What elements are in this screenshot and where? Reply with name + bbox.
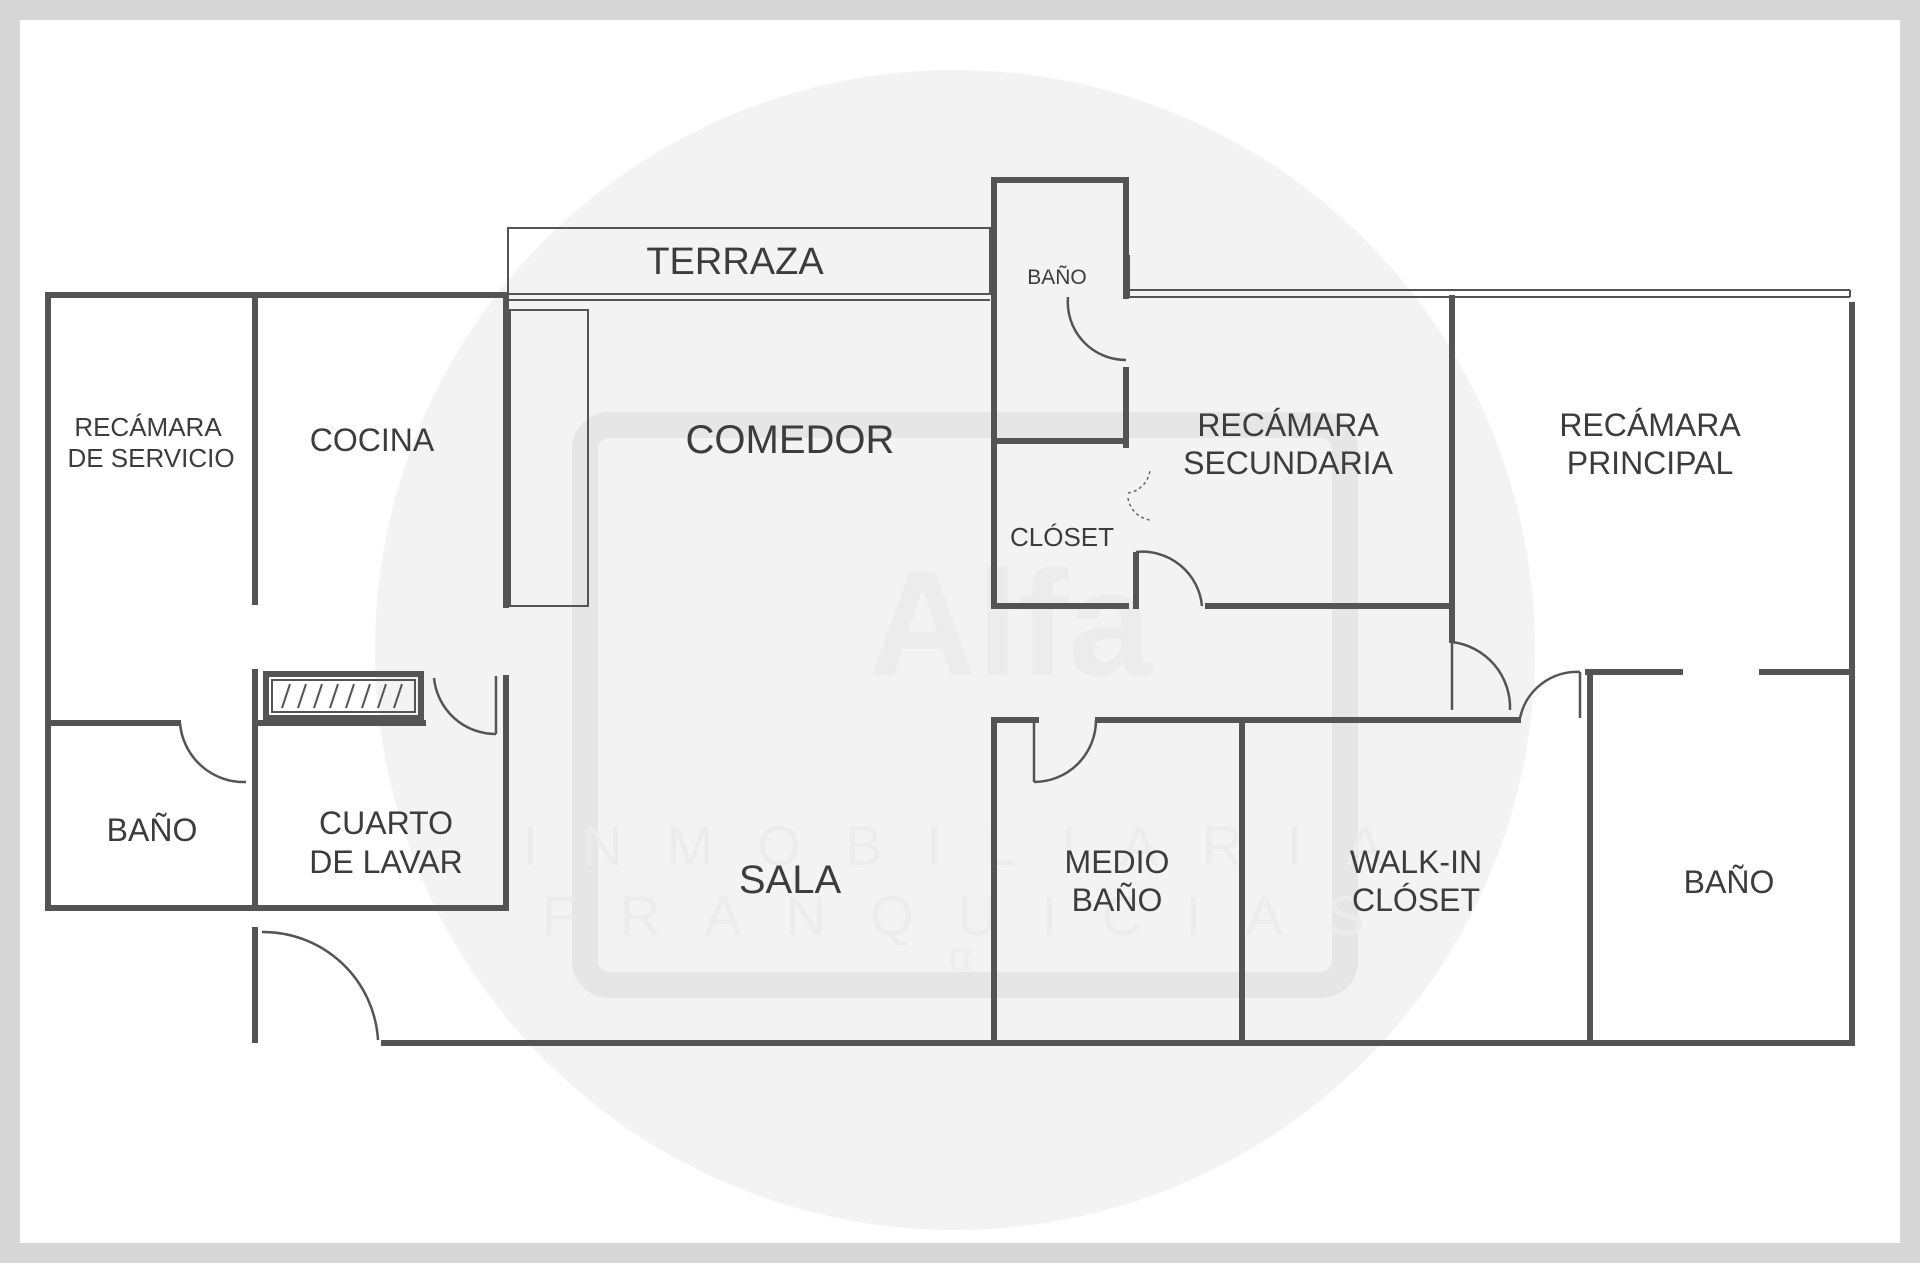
- wall-north-west: [45, 292, 509, 608]
- label-recamara-servicio-2: DE SERVICIO: [67, 443, 234, 473]
- built-in-cabinet: [509, 309, 589, 607]
- heater-rack-inner: [271, 679, 416, 713]
- label-walk-in-2: CLÓSET: [1352, 882, 1480, 918]
- label-cuarto-lavar-2: DE LAVAR: [309, 844, 463, 880]
- label-bano-servicio: BAÑO: [107, 812, 198, 848]
- label-recamara-secundaria-2: SECUNDARIA: [1183, 445, 1393, 481]
- terrace: [507, 227, 1851, 607]
- label-medio-bano-2: BAÑO: [1072, 882, 1163, 918]
- label-bano-superior: BAÑO: [1027, 265, 1087, 289]
- floor-plan-frame: Alfa INMOBILIARIA FRANQUICIAS α: [20, 20, 1900, 1243]
- door-principal-swing: [1451, 640, 1512, 711]
- label-comedor: COMEDOR: [686, 418, 895, 462]
- watermark-line1: INMOBILIARIA: [523, 814, 1428, 877]
- door-secondary: [1135, 550, 1204, 607]
- label-closet: CLÓSET: [1010, 522, 1114, 552]
- label-recamara-principal-2: PRINCIPAL: [1567, 445, 1734, 481]
- watermark-line2: FRANQUICIAS: [542, 884, 1409, 947]
- terrace-outline: [507, 227, 991, 295]
- label-walk-in-1: WALK-IN: [1350, 844, 1482, 880]
- room-labels: TERRAZA COMEDOR BAÑO RECÁMARA DE SERVICI…: [67, 241, 1774, 918]
- label-medio-bano-1: MEDIO: [1065, 844, 1170, 880]
- watermark-mark: α: [948, 935, 971, 979]
- wall-upper-bath: [991, 177, 1129, 609]
- heater-rack-bars: [281, 683, 403, 709]
- walls: [45, 177, 1855, 1046]
- label-recamara-secundaria-1: RECÁMARA: [1197, 407, 1379, 443]
- heater-rack: [263, 671, 424, 721]
- door-laundry-swing: [432, 677, 497, 736]
- label-cuarto-lavar-1: CUARTO: [319, 805, 453, 841]
- watermark: Alfa INMOBILIARIA FRANQUICIAS α: [375, 70, 1535, 1230]
- door-half-bath: [1033, 719, 1098, 784]
- door-entry: [261, 930, 380, 1041]
- label-bano-principal: BAÑO: [1684, 864, 1775, 900]
- door-closet-upper: [1127, 469, 1151, 494]
- label-recamara-principal-1: RECÁMARA: [1559, 407, 1741, 443]
- label-recamara-servicio-1: RECÁMARA: [74, 412, 222, 442]
- door-service-bath: [178, 722, 247, 784]
- watermark-house: [572, 412, 1358, 998]
- door-closet-lower: [1127, 497, 1151, 521]
- label-cocina: COCINA: [310, 422, 435, 458]
- heater-rack-outline: [263, 671, 424, 721]
- label-sala: SALA: [739, 858, 842, 902]
- doors: [178, 296, 1582, 1041]
- floor-plan: Alfa INMOBILIARIA FRANQUICIAS α: [45, 70, 1855, 1230]
- wall-west-and-south-west: [45, 292, 509, 911]
- watermark-brand: Alfa: [868, 539, 1153, 707]
- door-walkin-swing: [1518, 670, 1581, 719]
- label-terraza: TERRAZA: [646, 241, 824, 283]
- door-upper-bath: [1066, 296, 1127, 362]
